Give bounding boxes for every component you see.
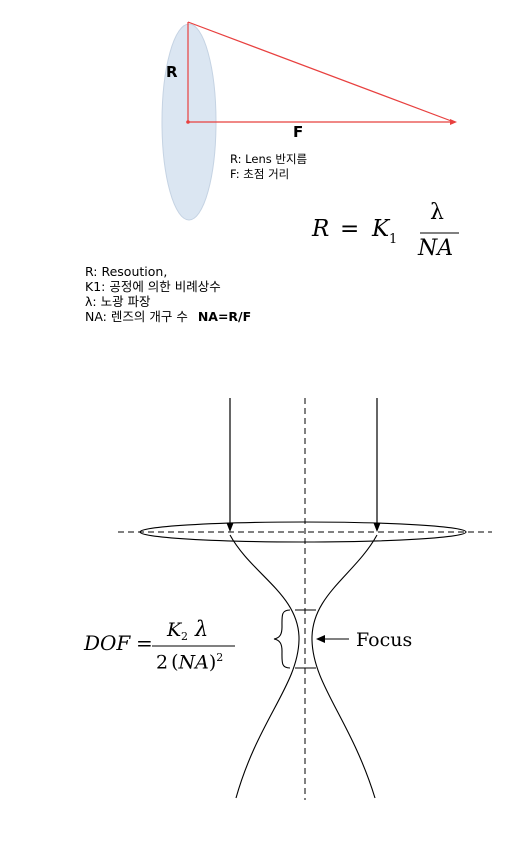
arrowhead-icon xyxy=(450,119,457,125)
dof-den-na: NA xyxy=(178,651,209,674)
legend-lambda: λ: 노광 파장 xyxy=(85,294,151,309)
dof-denominator: 2(NA)2 xyxy=(156,651,223,673)
left-arrow-icon xyxy=(316,635,325,643)
dof-k: K xyxy=(167,619,182,641)
down-arrow-icon xyxy=(226,523,234,532)
legend-na-definition: NA=R/F xyxy=(197,309,252,324)
formula-equals: = xyxy=(340,216,360,242)
legend-na-text: NA: 렌즈의 개구 수 xyxy=(85,309,188,324)
formula-r: R xyxy=(312,216,330,242)
legend-resolution: R: Resoution, xyxy=(85,264,168,279)
dof-den-paren-open: ( xyxy=(171,651,179,674)
formula-lambda: λ xyxy=(430,200,444,225)
formula-na: NA xyxy=(418,236,454,261)
curly-brace-icon xyxy=(273,609,291,669)
beam-waist-curve-left xyxy=(229,534,300,799)
dof-lambda: λ xyxy=(195,617,209,641)
dof-den-exponent: 2 xyxy=(216,651,224,664)
focus-label: Focus xyxy=(356,629,413,651)
dof-k-subscript: 2 xyxy=(181,630,188,643)
dof-equals: = xyxy=(136,631,153,655)
beam-waist-curve-right xyxy=(311,534,378,799)
radius-note: R: Lens 반지름 xyxy=(230,152,308,166)
down-arrow-icon xyxy=(373,523,381,532)
dof-label: DOF xyxy=(84,631,131,655)
legend-k1: K1: 공정에 의한 비례상수 xyxy=(85,279,221,294)
thin-lens-ellipse xyxy=(139,521,467,543)
radius-label: R xyxy=(166,63,178,81)
formula-k-subscript: 1 xyxy=(389,232,398,247)
dof-den-paren-close: ) xyxy=(208,651,217,674)
lens-center-dot xyxy=(186,120,190,124)
dof-den-two: 2 xyxy=(156,651,169,674)
legend-na: NA: 렌즈의 개구 수 NA=R/F xyxy=(85,309,251,324)
focal-length-note: F: 초점 거리 xyxy=(230,167,290,181)
hypotenuse-ray-line xyxy=(187,21,455,123)
focal-length-label: F xyxy=(293,123,304,141)
formula-k: K xyxy=(372,216,390,242)
